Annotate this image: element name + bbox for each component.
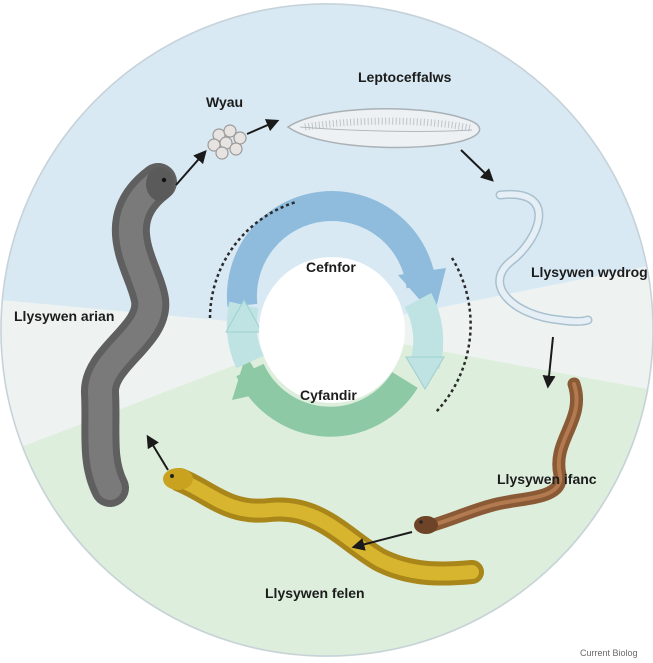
label-ocean: Cefnfor	[306, 259, 356, 275]
label-silver-eel: Llysywen arian	[14, 308, 114, 324]
label-elver: Llysywen ifanc	[497, 471, 597, 487]
label-eggs: Wyau	[206, 94, 243, 110]
label-glass-eel: Llysywen wydrog	[531, 264, 648, 280]
seaward-transition-arc	[418, 300, 428, 365]
credit-text: Current Biolog	[580, 648, 638, 658]
label-leptocephalus: Leptoceffalws	[358, 69, 452, 85]
ring-center	[259, 257, 405, 403]
label-continent: Cyfandir	[300, 387, 357, 403]
label-yellow-eel: Llysywen felen	[265, 585, 365, 601]
